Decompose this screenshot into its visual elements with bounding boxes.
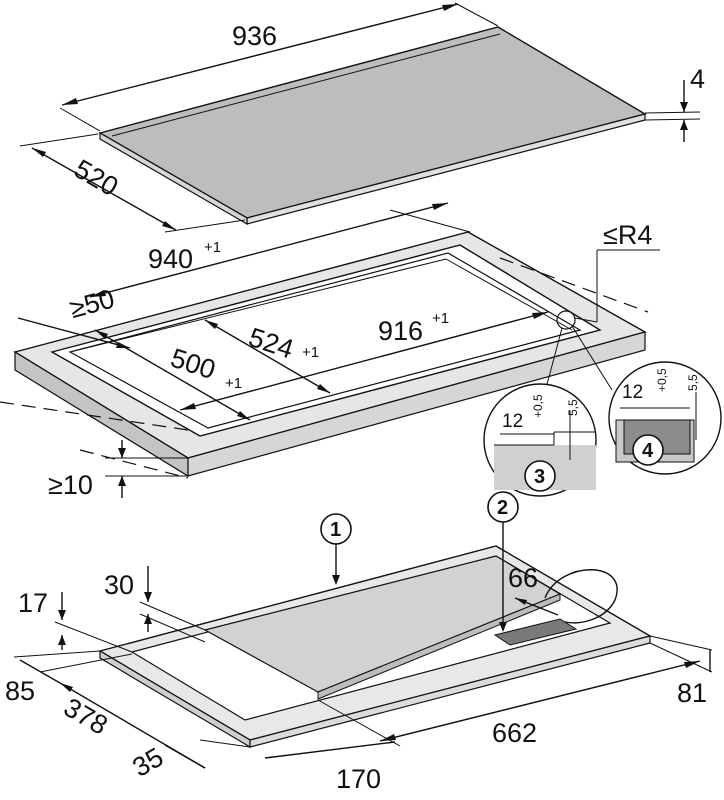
edge-min-50-label: ≥50 [66,283,117,324]
height-30-label: 30 [104,570,134,600]
callout-2: 2 [487,491,519,632]
length-940-label: 940 [148,244,193,274]
callout-2-number: 2 [497,497,508,519]
height-17-label: 17 [18,588,48,618]
front-min-10-label: ≥10 [48,470,93,500]
callout-1-number: 1 [330,519,341,541]
length-940-tolerance: +1 [204,239,221,256]
detail-4-tolerance: +0,5 [655,368,669,392]
dim-662: 662 [379,635,713,748]
length-916-label: 916 [378,316,423,346]
detail-4-number: 4 [642,440,654,462]
dim-10: ≥10 [48,440,188,500]
detail-3: 12 +0,5 5,5 3 [483,383,597,497]
dim-66: 66 [508,563,559,616]
detail-4: 12 +0,5 5,5 4 [608,361,722,475]
hob-underside [98,545,652,749]
dim-81-label: 81 [677,678,707,708]
detail-3-number: 3 [534,466,545,488]
detail-3-tolerance: +0,5 [531,394,545,418]
dim-170-label: 170 [336,764,381,794]
dim-r4: ≤R4 [574,220,660,323]
dim-85: 85 [5,650,133,706]
detail-3-width: 12 [502,411,523,432]
dim-4: 4 [644,64,705,142]
thickness-4-label: 4 [690,64,705,94]
depth-500-tolerance: +1 [225,375,242,392]
callout-1: 1 [320,513,352,585]
detail-3-depth: 5,5 [566,399,580,416]
worktop-cutout [13,231,647,478]
dim-936: 936 [59,2,499,132]
cable-66-label: 66 [508,563,538,593]
dim-940: 940 +1 [89,202,471,298]
depth-524-tolerance: +1 [302,344,319,361]
radius-r4-label: ≤R4 [603,220,652,250]
dim-30: 30 [104,566,206,643]
dim-662-label: 662 [492,718,537,748]
dim-85-label: 85 [5,676,35,706]
detail-4-width: 12 [622,382,643,403]
detail-4-depth: 5,5 [686,374,700,391]
dim-916: 916 +1 [179,310,549,411]
hob-top-plate [98,26,647,226]
dim-378-label: 378 [59,692,113,741]
length-916-tolerance: +1 [432,310,449,327]
width-936-label: 936 [232,21,277,51]
cabinet-dashed-lines [0,257,649,479]
dim-81: 81 [677,650,711,708]
dim-17: 17 [18,588,133,653]
dim-35-label: 35 [127,742,168,783]
dim-35: 35 [127,739,251,783]
